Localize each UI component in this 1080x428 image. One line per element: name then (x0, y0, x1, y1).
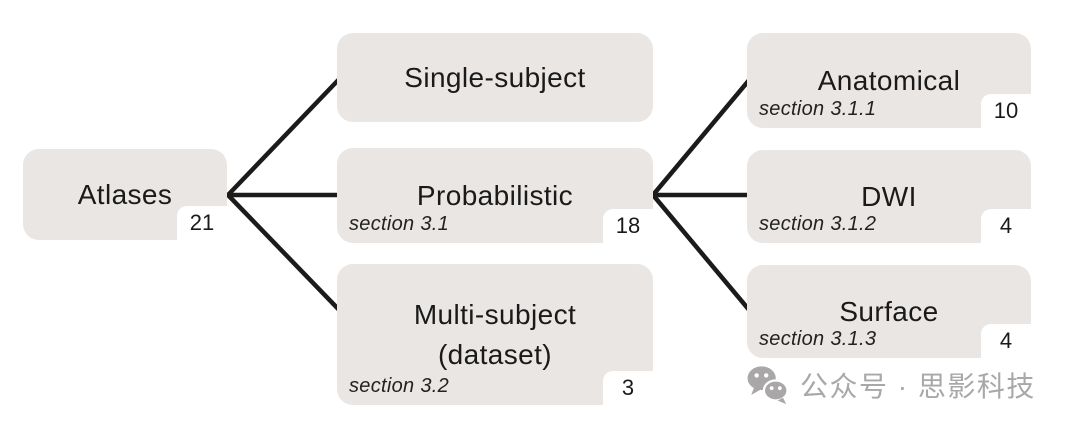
node-label: Anatomical (817, 64, 961, 96)
count-value: 4 (999, 328, 1013, 353)
node-label: Single-subject (404, 61, 586, 93)
node-multi-subject: Multi-subject (dataset) section 3.2 3 (337, 264, 653, 405)
count-value: 10 (993, 98, 1019, 123)
count-value: 21 (189, 210, 215, 235)
node-anatomical: Anatomical section 3.1.1 10 (747, 33, 1031, 128)
section-label: section 3.2 (349, 375, 450, 397)
count-badge: 10 (981, 94, 1031, 128)
count-badge: 3 (603, 371, 653, 405)
node-probabilistic: Probabilistic section 3.1 18 (337, 148, 653, 243)
section-label: section 3.1 (349, 213, 450, 235)
node-label: Probabilistic (416, 179, 574, 211)
edge-probabilistic-anatomical (650, 70, 758, 198)
edge-atlases-multi-subject (225, 192, 348, 319)
wechat-icon (747, 366, 789, 405)
watermark: 公众号 · 思影科技 (746, 364, 1036, 406)
section-label: section 3.1.2 (759, 213, 877, 235)
node-label: Atlases (77, 178, 173, 210)
section-label: section 3.1.3 (759, 328, 877, 350)
watermark-text: 公众号 · 思影科技 (800, 371, 1036, 402)
count-value: 3 (621, 375, 635, 400)
node-label: Multi-subject (dataset) (413, 299, 577, 370)
node-atlases: Atlases 21 (23, 149, 227, 240)
node-dwi: DWI section 3.1.2 4 (747, 150, 1031, 243)
count-badge: 21 (177, 206, 227, 240)
edge-probabilistic-surface (650, 192, 758, 320)
node-label: Surface (839, 295, 939, 327)
count-badge: 4 (981, 209, 1031, 243)
node-label: DWI (861, 180, 917, 212)
count-badge: 4 (981, 324, 1031, 358)
section-label: section 3.1.1 (759, 98, 877, 120)
count-badge: 18 (603, 209, 653, 243)
count-value: 18 (615, 213, 641, 238)
node-surface: Surface section 3.1.3 4 (747, 265, 1031, 358)
node-single-subject: Single-subject (337, 33, 653, 122)
edge-atlases-single-subject (225, 70, 348, 198)
count-value: 4 (999, 213, 1013, 238)
